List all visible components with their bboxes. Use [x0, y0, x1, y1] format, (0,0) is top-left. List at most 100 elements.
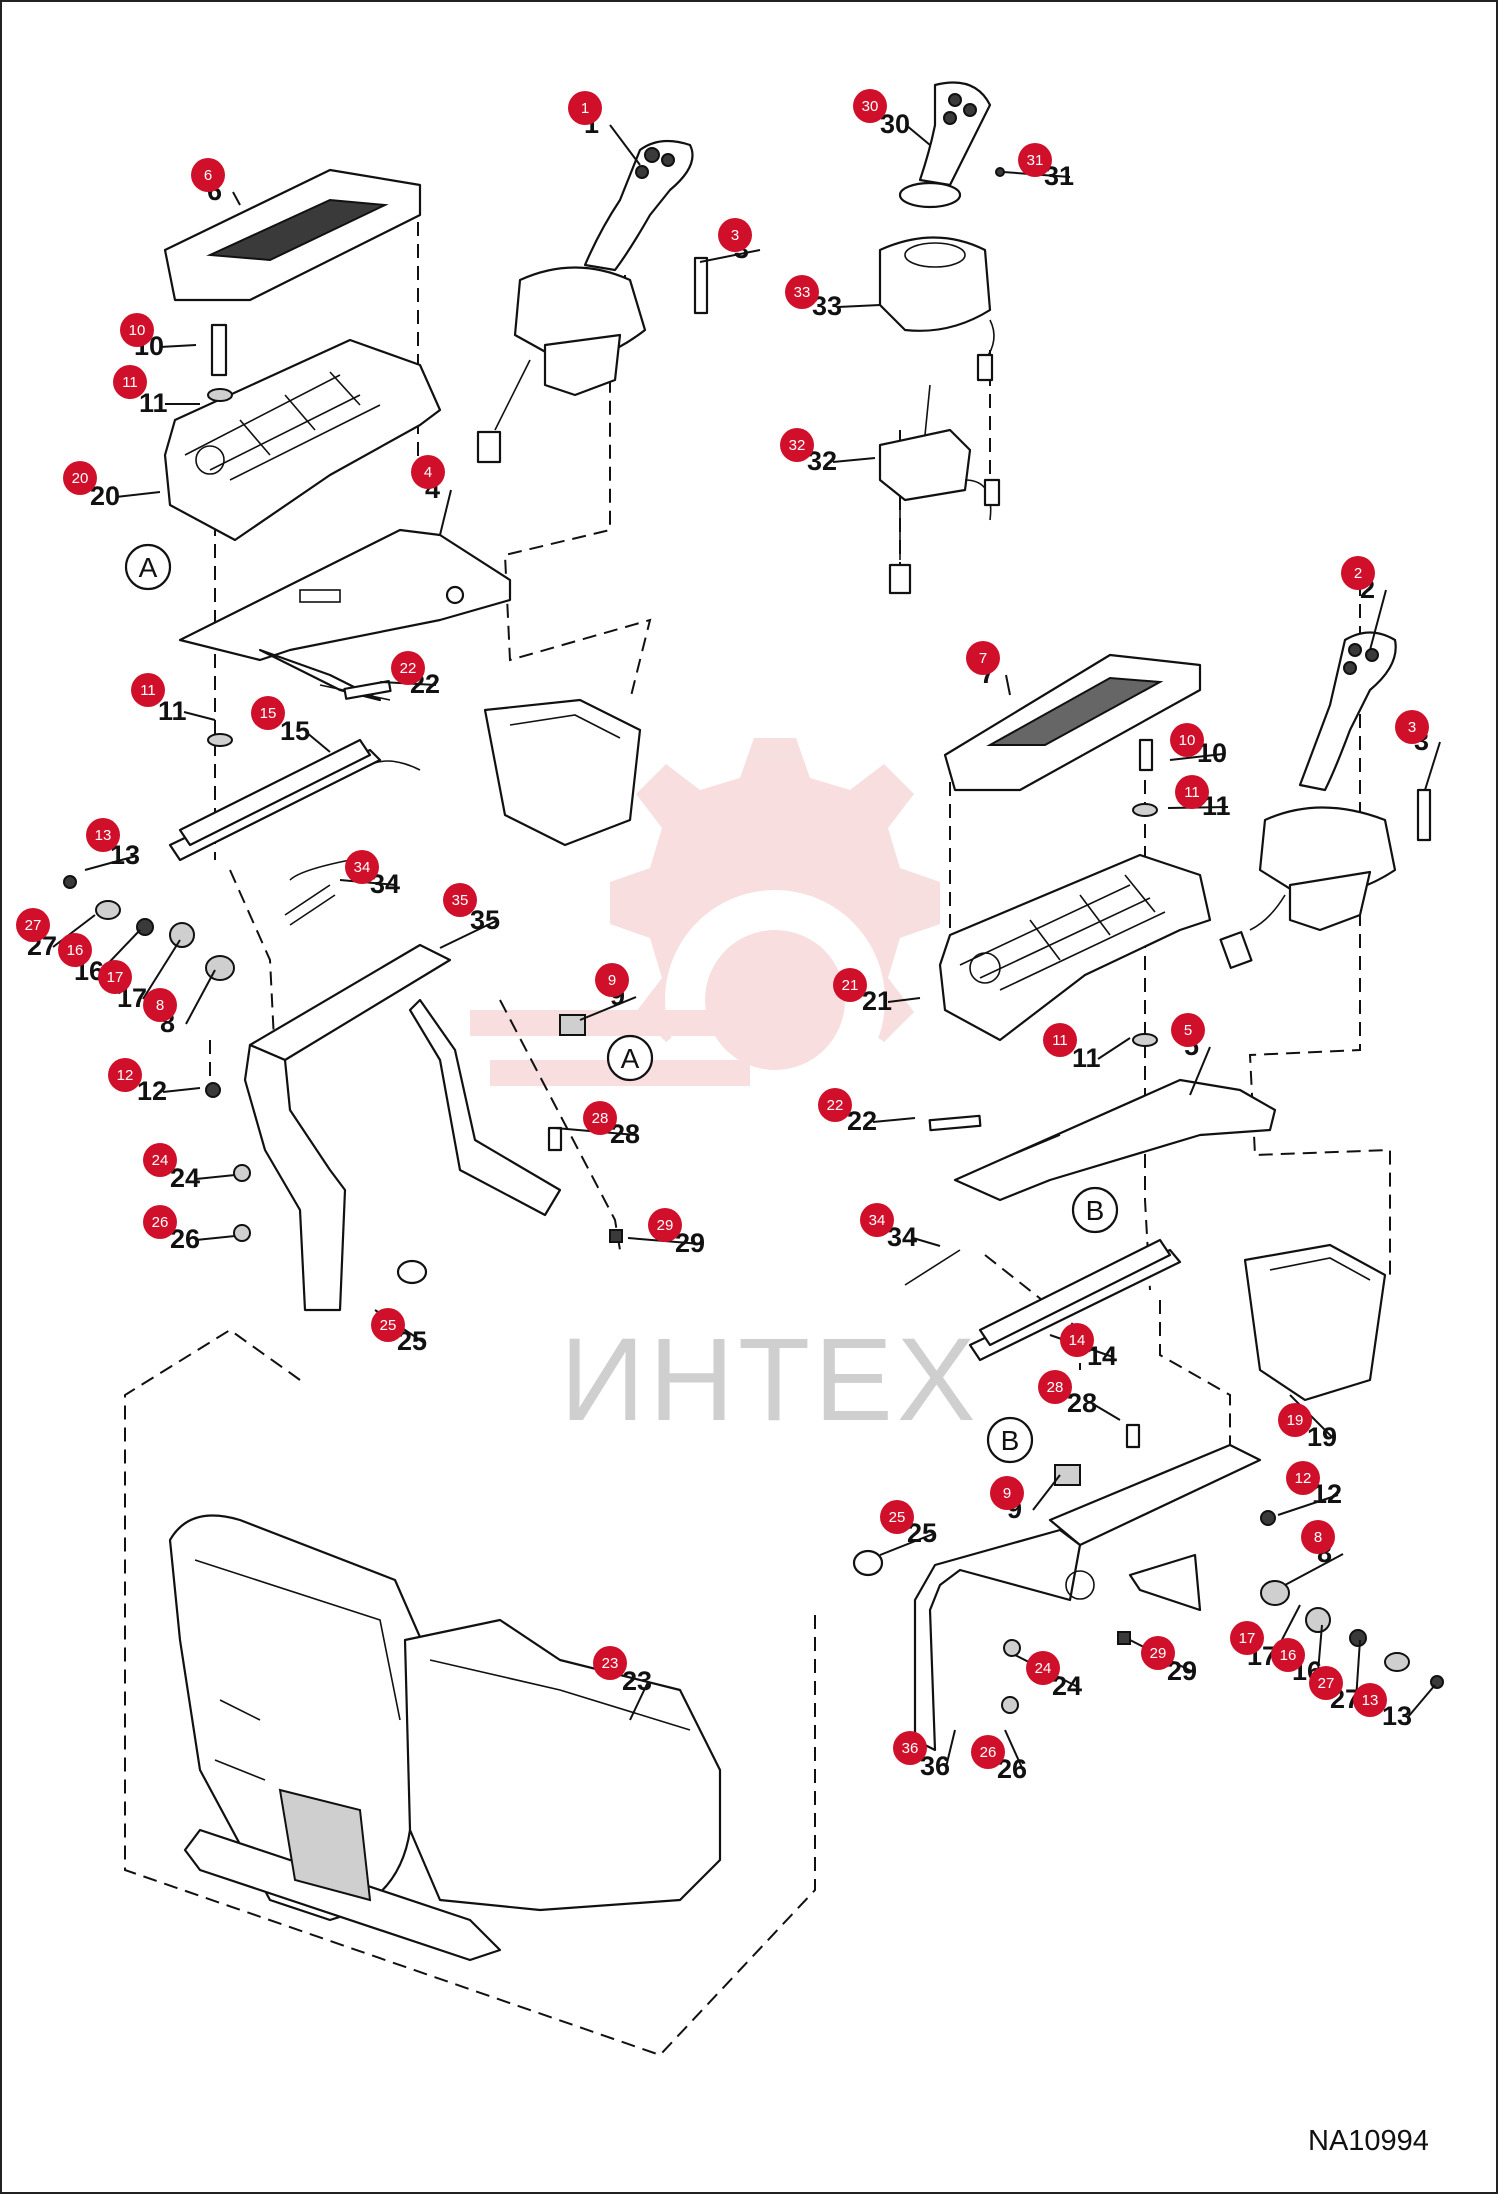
callout-badge[interactable]: [1043, 1023, 1077, 1057]
callout-badge[interactable]: [966, 641, 1000, 675]
callout-badge[interactable]: [98, 960, 132, 994]
callout-badge[interactable]: [833, 968, 867, 1002]
callout-badge[interactable]: [143, 988, 177, 1022]
callout-badge[interactable]: [718, 218, 752, 252]
leader-line: [159, 344, 197, 348]
callout-badge-label: 20: [72, 470, 89, 487]
callout-badge[interactable]: [391, 651, 425, 685]
callout-badge-label: 8: [1314, 1529, 1322, 1546]
callout-badge[interactable]: [593, 1646, 627, 1680]
callout-badge[interactable]: [251, 696, 285, 730]
callout-badge[interactable]: [1271, 1638, 1305, 1672]
callout-7: 77: [966, 641, 1000, 689]
leader-line: [1005, 674, 1011, 696]
callout-badge[interactable]: [1278, 1403, 1312, 1437]
callout-badge[interactable]: [583, 1101, 617, 1135]
callout-badge[interactable]: [143, 1143, 177, 1177]
callout-badge[interactable]: [568, 91, 602, 125]
callout-badge[interactable]: [443, 883, 477, 917]
callout-badge[interactable]: [191, 158, 225, 192]
callout-badge-label: 1: [581, 100, 589, 117]
leader-line: [185, 969, 216, 1025]
leader-line: [1032, 1474, 1061, 1511]
callout-badge[interactable]: [1170, 723, 1204, 757]
callout-badge[interactable]: [818, 1088, 852, 1122]
callout-badge-label: 9: [1003, 1485, 1011, 1502]
callout-badge[interactable]: [1018, 143, 1052, 177]
callout-badge-label: 10: [1179, 732, 1196, 749]
callout-badge[interactable]: [113, 365, 147, 399]
callout-badge[interactable]: [371, 1308, 405, 1342]
callout-badge[interactable]: [16, 908, 50, 942]
callout-badge[interactable]: [780, 428, 814, 462]
reference-A: A: [606, 1034, 654, 1082]
callout-badge[interactable]: [880, 1500, 914, 1534]
callout-badge[interactable]: [1141, 1636, 1175, 1670]
callout-badge[interactable]: [1395, 710, 1429, 744]
callout-badge-label: 13: [95, 827, 112, 844]
callout-badge[interactable]: [1026, 1651, 1060, 1685]
callout-badge[interactable]: [120, 313, 154, 347]
callout-badge[interactable]: [1171, 1013, 1205, 1047]
callout-badge[interactable]: [63, 461, 97, 495]
callout-badge-label: 31: [1027, 152, 1044, 169]
callout-6: 66: [191, 158, 225, 206]
operator-seat: [168, 1514, 722, 1962]
part-number: 21: [862, 986, 892, 1016]
part-number: 29: [675, 1228, 705, 1258]
joystick-right: [1219, 631, 1432, 969]
callout-badge[interactable]: [1341, 556, 1375, 590]
callout-badge[interactable]: [860, 1203, 894, 1237]
callout-badge[interactable]: [1309, 1666, 1343, 1700]
callout-badge[interactable]: [58, 933, 92, 967]
callout-badge[interactable]: [853, 89, 887, 123]
callout-badge[interactable]: [1175, 775, 1209, 809]
callout-badge[interactable]: [893, 1731, 927, 1765]
reference-A: A: [124, 543, 172, 591]
callout-badge[interactable]: [411, 455, 445, 489]
callout-badge-label: 6: [204, 167, 212, 184]
callout-badge[interactable]: [1060, 1323, 1094, 1357]
callout-badge-label: 28: [592, 1110, 609, 1127]
part-number: 12: [137, 1076, 167, 1106]
callout-badge-label: 34: [869, 1212, 886, 1229]
callout-badge[interactable]: [131, 673, 165, 707]
console-box-right: [938, 853, 1212, 1042]
leader-line: [1169, 753, 1224, 761]
callout-badge[interactable]: [595, 963, 629, 997]
callout-5: 55: [1171, 1013, 1205, 1061]
callout-badge[interactable]: [1230, 1621, 1264, 1655]
reference-circle: [986, 1416, 1034, 1464]
callout-badge[interactable]: [108, 1058, 142, 1092]
leader-line: [183, 711, 216, 721]
callout-badge[interactable]: [1038, 1370, 1072, 1404]
callout-3: 33: [1395, 710, 1429, 756]
leader-line: [305, 731, 331, 753]
callout-badge[interactable]: [1301, 1520, 1335, 1554]
callout-badge[interactable]: [1353, 1683, 1387, 1717]
callout-badge[interactable]: [648, 1208, 682, 1242]
callout-badge[interactable]: [345, 850, 379, 884]
callout-badge[interactable]: [86, 818, 120, 852]
callout-badge[interactable]: [785, 275, 819, 309]
callout-badge[interactable]: [990, 1476, 1024, 1510]
callout-badge-label: 30: [862, 98, 879, 115]
callout-badge[interactable]: [971, 1735, 1005, 1769]
callout-badge[interactable]: [1286, 1461, 1320, 1495]
callout-badge-label: 16: [67, 942, 84, 959]
callout-badge[interactable]: [143, 1205, 177, 1239]
callout-badge-label: 22: [400, 660, 417, 677]
leader-line: [1097, 1037, 1131, 1060]
